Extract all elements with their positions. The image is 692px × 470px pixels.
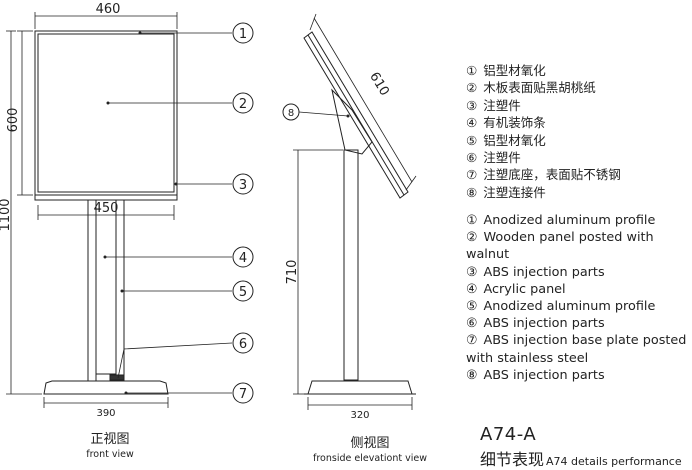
front-post-clip — [109, 374, 125, 381]
legend-en-text: ABS injection parts — [483, 264, 605, 280]
side-view-caption-en: fronside elevationt view — [313, 453, 427, 464]
legend-cn-num: ⑦ — [466, 167, 478, 183]
legend-cn-item: ⑧ 注塑连接件 — [466, 184, 621, 201]
legend-cn-item: ⑦ 注塑底座，表面贴不锈钢 — [466, 166, 621, 183]
dim-390-label: 390 — [96, 408, 115, 419]
side-panel — [303, 31, 409, 199]
legend-cn-num: ③ — [466, 97, 478, 113]
legend-en-num: ④ — [466, 281, 478, 297]
callout-8-circle — [282, 103, 300, 121]
model-code: A74-A — [480, 424, 537, 445]
callout-5: 5 — [239, 285, 247, 300]
front-view-caption-cn: 正视图 — [90, 432, 130, 447]
callout-1: 1 — [239, 27, 247, 42]
callout-4-circle — [232, 246, 254, 268]
legend-en-num: ① — [466, 213, 478, 228]
legend-en-text: ABS injection parts — [483, 367, 605, 383]
legend-cn-num: ④ — [466, 115, 478, 131]
legend-cn-text: 木板表面贴黑胡桃纸 — [483, 80, 596, 96]
callout-3: 3 — [239, 178, 247, 193]
front-view-drawing — [6, 12, 233, 408]
legend-en-text: ABS injection parts — [483, 316, 605, 332]
callout-5-circle — [232, 280, 254, 302]
dim-320-label: 320 — [350, 410, 369, 421]
legend-en-item: ① Anodized aluminum profile — [466, 212, 688, 229]
legend-cn-item: ② 木板表面贴黑胡桃纸 — [466, 79, 621, 96]
callout-7: 7 — [239, 387, 247, 402]
legend-cn-text: 注塑连接件 — [483, 184, 546, 200]
callout-1-circle — [232, 22, 254, 44]
front-base — [43, 380, 169, 395]
side-view-drawing — [293, 13, 417, 410]
legend-cn-text: 注塑件 — [483, 97, 521, 113]
legend-cn-item: ⑥ 注塑件 — [466, 149, 621, 166]
legend-cn-item: ⑤ 铝型材氧化 — [466, 132, 621, 149]
legend-en-text: ABS injection base plate posted with sta… — [466, 333, 687, 366]
leader-dots — [103, 31, 350, 395]
callout-7-circle — [232, 382, 254, 404]
legend-cn-text: 有机装饰条 — [483, 115, 546, 131]
legend-cn-num: ① — [466, 63, 478, 78]
legend-en-item: ⑥ ABS injection parts — [466, 315, 688, 332]
callout-2: 2 — [239, 97, 247, 112]
dim-600-label: 600 — [6, 108, 21, 133]
legend-cn-num: ② — [466, 80, 478, 96]
legend-en-item: ⑧ ABS injection parts — [466, 367, 688, 384]
side-base — [307, 380, 413, 395]
side-connector — [331, 88, 373, 155]
legend-cn-text: 注塑底座，表面贴不锈钢 — [483, 167, 621, 183]
dim-610-label: 610 — [366, 70, 392, 99]
side-view-caption: 侧视图 fronside elevationt view — [290, 432, 450, 464]
legend-cn-text: 注塑件 — [483, 150, 521, 166]
side-post — [343, 149, 359, 381]
callout-2-circle — [232, 92, 254, 114]
legend-cn-item: ④ 有机装饰条 — [466, 114, 621, 131]
dim-1100-label: 1100 — [0, 198, 13, 231]
model-subtitle-cn: 细节表现 — [480, 450, 545, 469]
legend-cn-item: ① 铝型材氧化 — [466, 62, 621, 79]
legend-cn-num: ⑤ — [466, 132, 478, 148]
legend-en-num: ⑥ — [466, 316, 478, 332]
callout-8: 8 — [288, 108, 294, 119]
legend-cn-item: ③ 注塑件 — [466, 97, 621, 114]
callout-3-circle — [232, 173, 254, 195]
side-view-caption-cn: 侧视图 — [350, 436, 390, 451]
callout-4: 4 — [239, 251, 247, 266]
legend-en-text: Acrylic panel — [483, 281, 566, 297]
legend-en-num: ⑦ — [466, 333, 478, 349]
legend-en-item: ⑤ Anodized aluminum profile — [466, 298, 688, 315]
callout-6-circle — [232, 332, 254, 354]
front-view-caption-en: front view — [86, 449, 134, 460]
legend-cn-num: ⑧ — [466, 184, 478, 200]
legend-cn-num: ⑥ — [466, 150, 478, 166]
front-frame — [34, 30, 178, 196]
dim-450-label: 450 — [94, 201, 119, 216]
front-bottom-rail — [34, 194, 178, 201]
legend-en-item: ④ Acrylic panel — [466, 281, 688, 298]
legend-en-num: ⑧ — [466, 367, 478, 383]
front-view-caption: 正视图 front view — [60, 428, 160, 460]
dim-460-label: 460 — [96, 2, 121, 17]
legend-en-item: ③ ABS injection parts — [466, 264, 688, 281]
dim-710-label: 710 — [285, 260, 300, 285]
legend-cn-text: 铝型材氧化 — [483, 132, 546, 148]
legend-en-num: ② — [466, 230, 478, 246]
legend-en-text: Anodized aluminum profile — [483, 213, 656, 228]
callout-6: 6 — [239, 337, 247, 352]
legend-en-num: ⑤ — [466, 299, 478, 315]
legend-en-num: ③ — [466, 264, 478, 280]
legend-chinese: ① 铝型材氧化 ② 木板表面贴黑胡桃纸 ③ 注塑件 ④ 有机装饰条 ⑤ 铝型材氧化 ⑥ 注塑… — [466, 62, 621, 201]
legend-en-text: Anodized aluminum profile — [483, 299, 656, 315]
front-panel-inner — [37, 33, 175, 193]
model-subtitle-en: A74 details performance — [546, 455, 682, 468]
legend-cn-text: 铝型材氧化 — [483, 63, 546, 78]
legend-en-text: Wooden panel posted with walnut — [466, 230, 654, 263]
